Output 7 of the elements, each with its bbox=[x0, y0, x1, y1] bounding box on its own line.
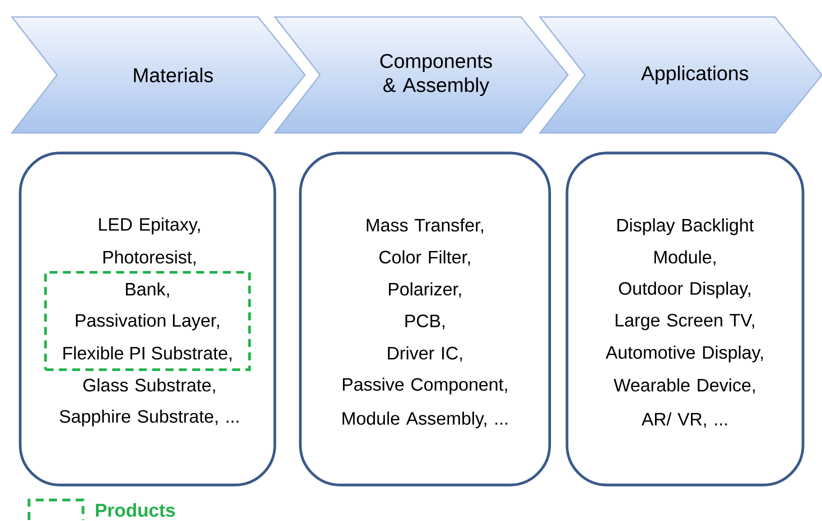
chevron-step: Components & Assembly bbox=[274, 16, 569, 134]
chevron-step: Applications bbox=[538, 16, 822, 134]
list-box: Display Backlight Module, Outdoor Display, Large Screen TV, Automotive Display, Wearable Device, AR/ VR, ... bbox=[566, 152, 804, 486]
highlight-box: Bank, Passivation Layer, Flexible PI Substrate, bbox=[44, 271, 251, 371]
chevron-step: Materials bbox=[10, 16, 306, 134]
legend-text: Products bbox=[96, 503, 175, 517]
list-box: Mass Transfer, Color Filter, Polarizer, PCB, Driver IC, Passive Component, Module Assembly, ... bbox=[299, 152, 551, 486]
